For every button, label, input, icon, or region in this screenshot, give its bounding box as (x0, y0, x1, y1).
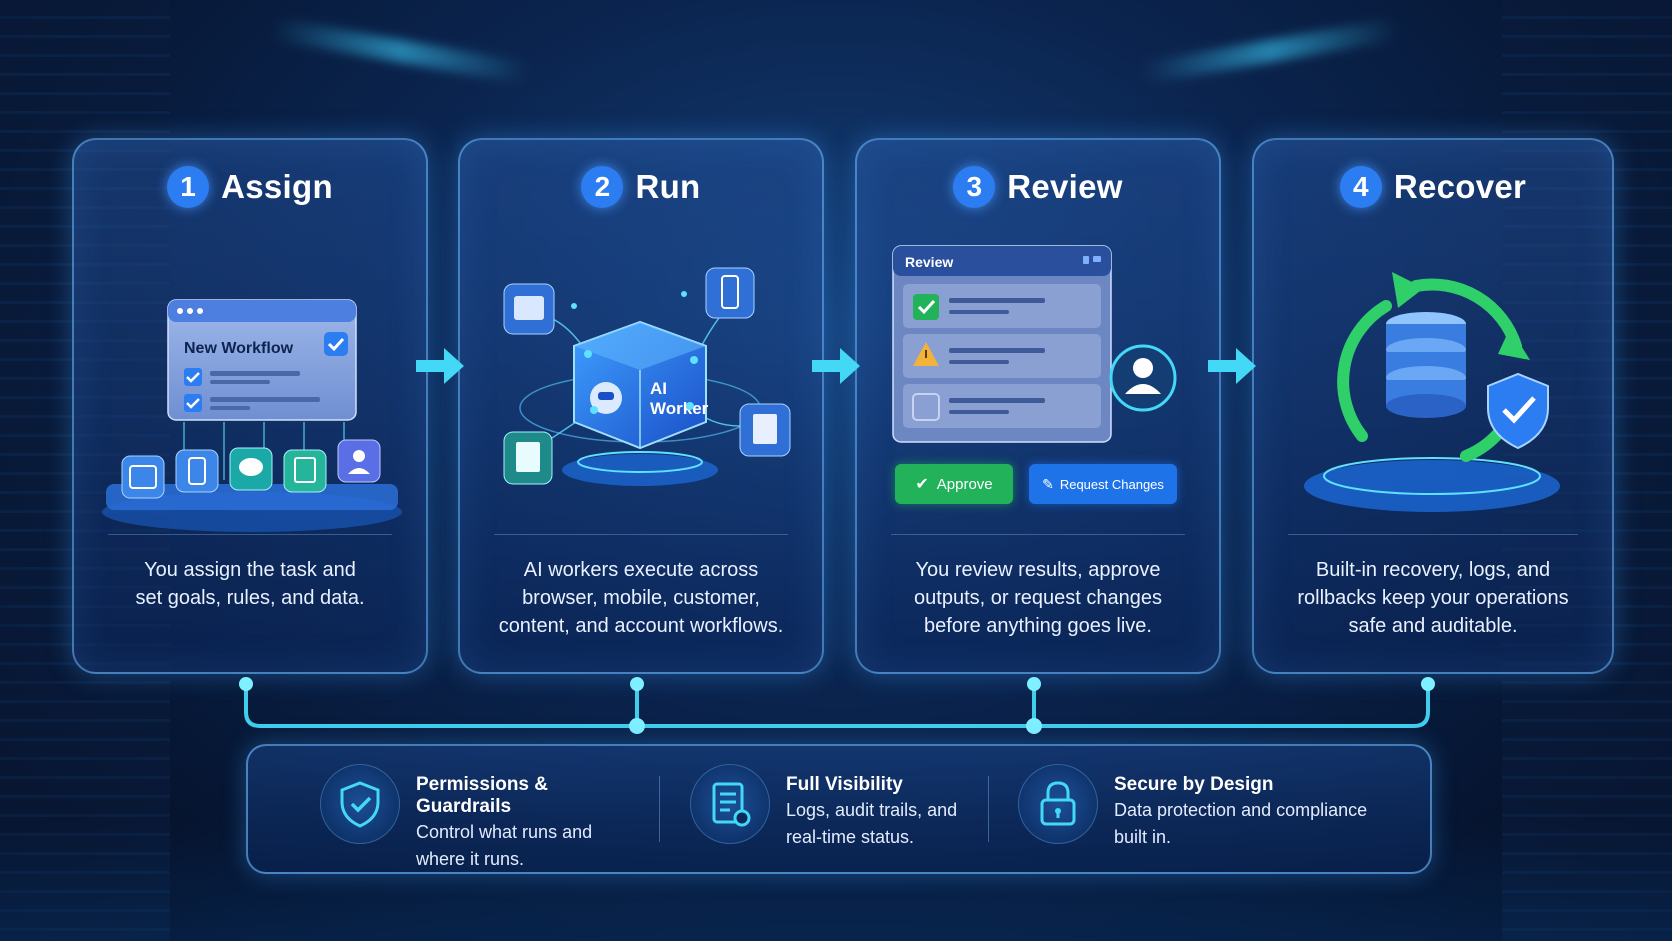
browser-app-icon (121, 455, 165, 499)
description-line: You review results, approve (915, 559, 1161, 581)
card-divider (891, 534, 1185, 535)
feature-line: where it runs. (416, 849, 525, 869)
recover-illustration (1304, 272, 1560, 512)
description-line: set goals, rules, and data. (135, 587, 365, 609)
document-node-icon (503, 431, 553, 485)
step-card-run: 2 Run AI Worker AI workers execute acros… (458, 138, 824, 674)
step-number: 2 (581, 166, 624, 208)
step-card-review: 3 Review Review ✔ Approve ✎ Request Chan (855, 138, 1221, 674)
description-line: Built-in recovery, logs, and (1315, 559, 1551, 581)
shield-check-badge (1487, 372, 1549, 450)
approve-label: Approve (936, 475, 993, 493)
step-number: 4 (1339, 166, 1382, 208)
step-card-assign: 1 Assign New Workflow You assig (72, 138, 428, 674)
feature-visibility: Full Visibility Logs, audit trails, and … (690, 764, 990, 854)
step-title: Assign (221, 168, 333, 205)
shield-check-icon (320, 764, 400, 844)
step-number: 3 (953, 166, 996, 208)
feature-secure: Secure by Design Data protection and com… (1018, 764, 1408, 854)
check-icon: ✔ (915, 476, 929, 493)
feature-title: Permissions & Guardrails (416, 774, 548, 817)
flow-arrow-icon (416, 348, 464, 384)
ceiling-light (270, 17, 530, 85)
flow-arrow-icon (812, 348, 860, 384)
approve-button[interactable]: ✔ Approve (895, 464, 1013, 504)
new-workflow-title: New Workflow (184, 340, 294, 357)
edit-icon: ✎ (1042, 475, 1054, 492)
mobile-app-icon (175, 449, 219, 493)
step-title: Review (1007, 168, 1123, 205)
step-number: 1 (167, 166, 210, 208)
feature-separator (659, 776, 660, 842)
run-illustration: AI Worker (503, 267, 791, 486)
assign-illustration: New Workflow (102, 299, 402, 532)
description-line: before anything goes live. (924, 615, 1152, 637)
step-description: Built-in recovery, logs, and rollbacks k… (1274, 556, 1592, 640)
review-illustration: Review (892, 245, 1177, 443)
description-line: You assign the task and (144, 559, 356, 581)
feature-line: built in. (1114, 827, 1172, 847)
request-changes-label: Request Changes (1059, 476, 1164, 492)
card-divider (108, 534, 392, 535)
feature-line: real-time status. (786, 827, 915, 847)
feature-permissions: Permissions & Guardrails Control what ru… (320, 764, 640, 869)
account-app-icon (337, 439, 381, 483)
ai-cube-label-line1: AI (650, 379, 667, 398)
document-list-icon (690, 764, 770, 844)
review-window (892, 245, 1112, 443)
description-line: content, and account workflows. (498, 615, 784, 637)
features-panel: Permissions & Guardrails Control what ru… (246, 744, 1432, 874)
chat-app-icon (229, 447, 273, 491)
content-node-icon (739, 403, 791, 457)
padlock-icon (1018, 764, 1098, 844)
feature-line: Data protection and compliance (1114, 800, 1368, 820)
feature-title: Secure by Design (1114, 774, 1274, 795)
step-description: You review results, approve outputs, or … (877, 556, 1199, 640)
cycle-arrowhead (1392, 272, 1424, 308)
card-divider (1288, 534, 1578, 535)
cycle-arrowhead (1498, 328, 1530, 360)
description-line: outputs, or request changes (914, 587, 1162, 609)
database-icon (1386, 312, 1466, 418)
step-description: AI workers execute across browser, mobil… (480, 556, 802, 640)
mobile-node-icon (705, 267, 755, 319)
step-title: Run (635, 168, 701, 205)
ai-worker-cube (573, 320, 707, 450)
feature-line: Logs, audit trails, and (786, 800, 958, 820)
description-line: browser, mobile, customer, (522, 587, 760, 609)
ceiling-light (1140, 17, 1400, 85)
ai-cube-label-line2: Worker (650, 399, 709, 418)
step-description: You assign the task and set goals, rules… (94, 556, 406, 612)
review-window-title: Review (905, 254, 953, 270)
step-card-recover: 4 Recover Built-in recovery, logs, and (1252, 138, 1614, 674)
description-line: AI workers execute across (523, 559, 759, 581)
description-line: safe and auditable. (1348, 615, 1518, 637)
feature-line: Control what runs and (416, 822, 593, 842)
request-changes-button[interactable]: ✎ Request Changes (1029, 464, 1177, 504)
flow-arrow-icon (1208, 348, 1256, 384)
feature-title: Full Visibility (786, 774, 903, 795)
card-divider (494, 534, 788, 535)
description-line: rollbacks keep your operations (1297, 587, 1569, 609)
step-title: Recover (1393, 168, 1527, 205)
document-app-icon (283, 449, 327, 493)
reviewer-avatar (1109, 344, 1177, 412)
feature-separator (988, 776, 989, 842)
browser-node-icon (503, 283, 555, 335)
new-workflow-window (167, 299, 357, 421)
